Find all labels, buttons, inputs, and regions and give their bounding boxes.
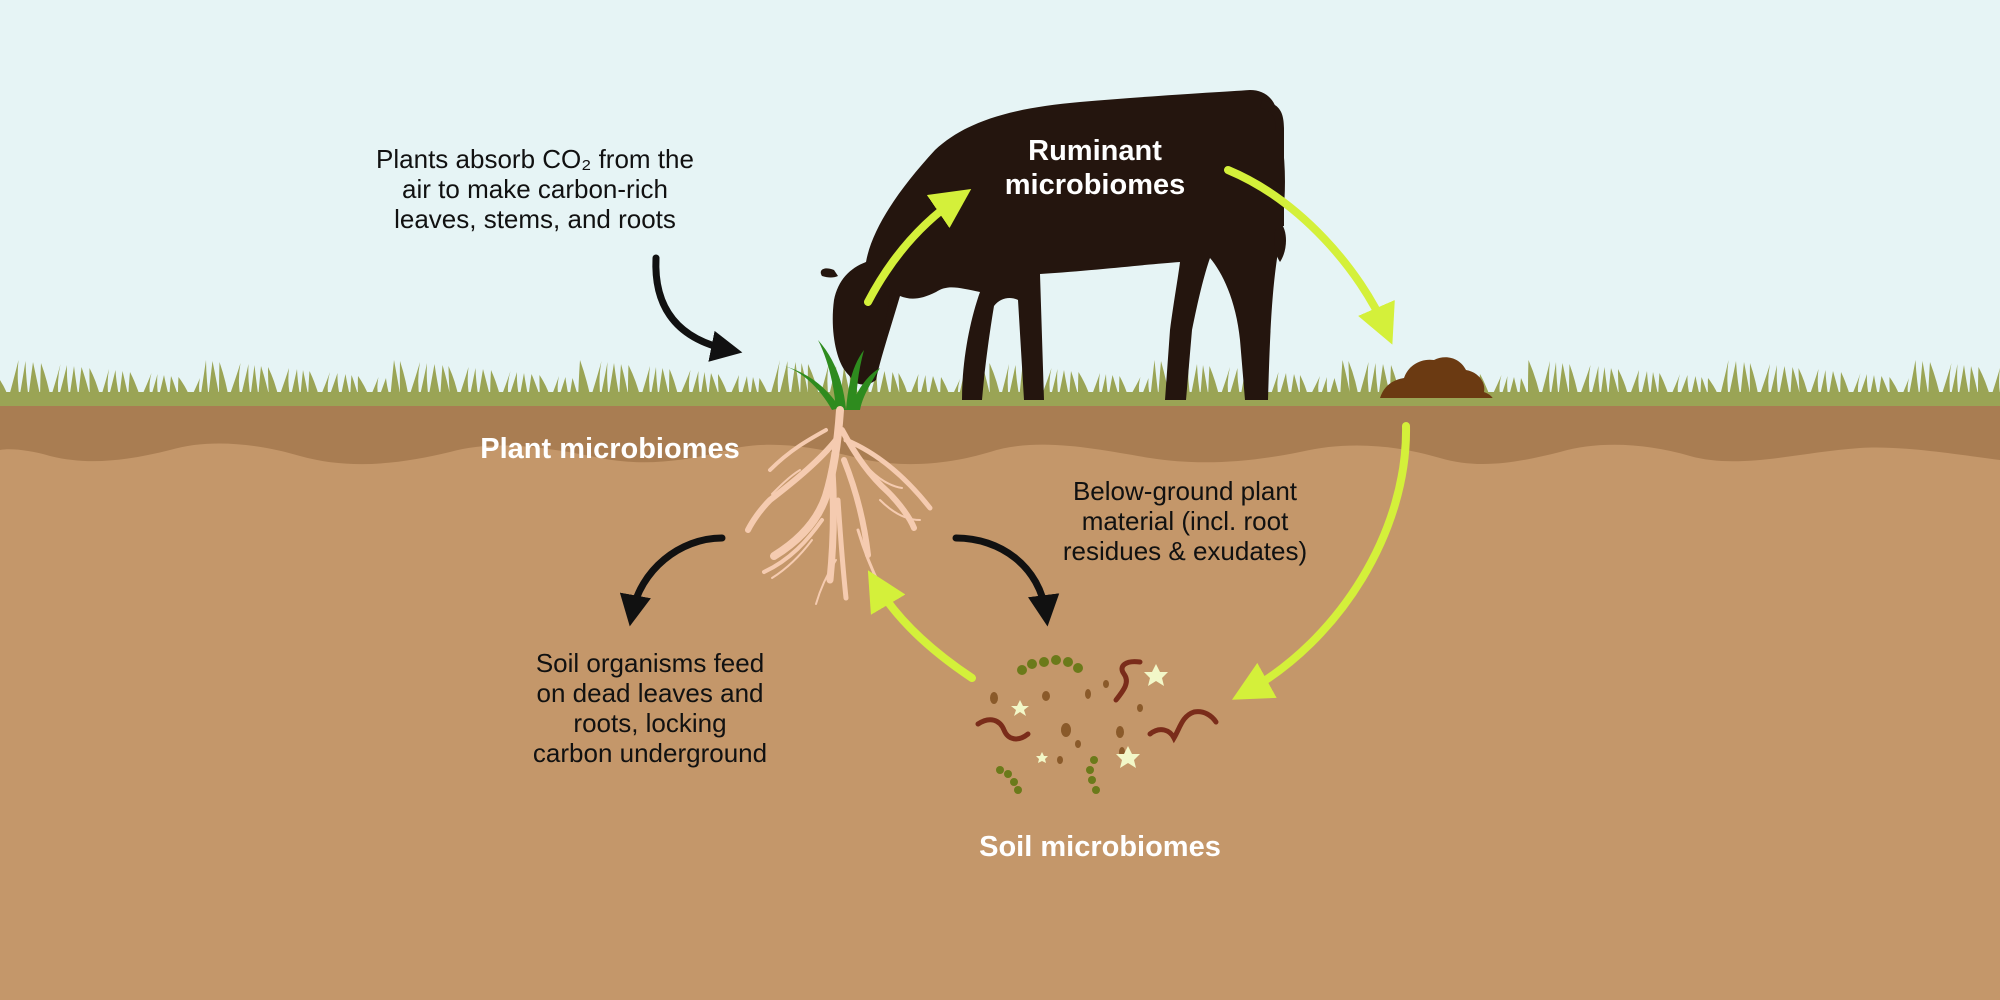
ruminant-line1: Ruminant: [970, 134, 1220, 168]
below-ground-line2: material (incl. root: [1030, 506, 1340, 536]
plants-absorb-line1: Plants absorb CO₂ from the: [330, 144, 740, 174]
soil-organisms-line1: Soil organisms feed: [490, 648, 810, 678]
ruminant-line2: microbiomes: [970, 168, 1220, 202]
below-ground-line3: residues & exudates): [1030, 536, 1340, 566]
soil-microbiomes-text: Soil microbiomes: [930, 832, 1270, 862]
below-ground-line1: Below-ground plant: [1030, 476, 1340, 506]
soil-organisms-line2: on dead leaves and: [490, 678, 810, 708]
label-plants-absorb: Plants absorb CO₂ from the air to make c…: [330, 144, 740, 234]
label-soil-organisms: Soil organisms feed on dead leaves and r…: [490, 648, 810, 768]
plants-absorb-line2: air to make carbon-rich: [330, 174, 740, 204]
label-ruminant-microbiomes: Ruminant microbiomes: [970, 134, 1220, 202]
soil-organisms-line4: carbon underground: [490, 738, 810, 768]
grass-base: [0, 392, 2000, 406]
label-soil-microbiomes: Soil microbiomes: [930, 832, 1270, 862]
soil-organisms-line3: roots, locking: [490, 708, 810, 738]
plants-absorb-line3: leaves, stems, and roots: [330, 204, 740, 234]
soil: [0, 400, 2000, 1000]
label-below-ground: Below-ground plant material (incl. root …: [1030, 476, 1340, 566]
label-plant-microbiomes: Plant microbiomes: [440, 434, 780, 464]
plant-microbiomes-text: Plant microbiomes: [440, 434, 780, 464]
